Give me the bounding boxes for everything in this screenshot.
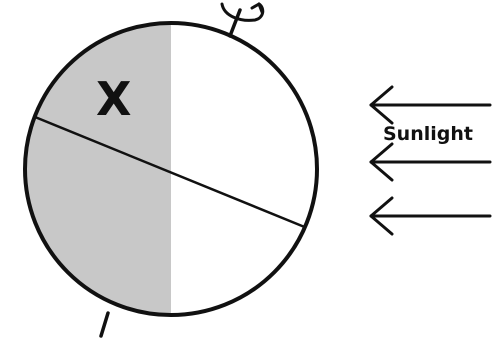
rotation-arrow-icon <box>220 2 265 22</box>
axis-bottom <box>99 311 110 338</box>
region-label: X <box>96 72 131 126</box>
sunlight-arrow-2 <box>369 142 492 182</box>
sunlight-arrow-3 <box>369 196 492 236</box>
axis-top <box>228 8 242 38</box>
earth-outline <box>23 21 319 317</box>
sunlight-label: Sunlight <box>383 123 473 145</box>
sunlight-arrow-1 <box>369 85 492 125</box>
equator-line <box>34 115 308 230</box>
earth-night-side <box>25 23 171 315</box>
